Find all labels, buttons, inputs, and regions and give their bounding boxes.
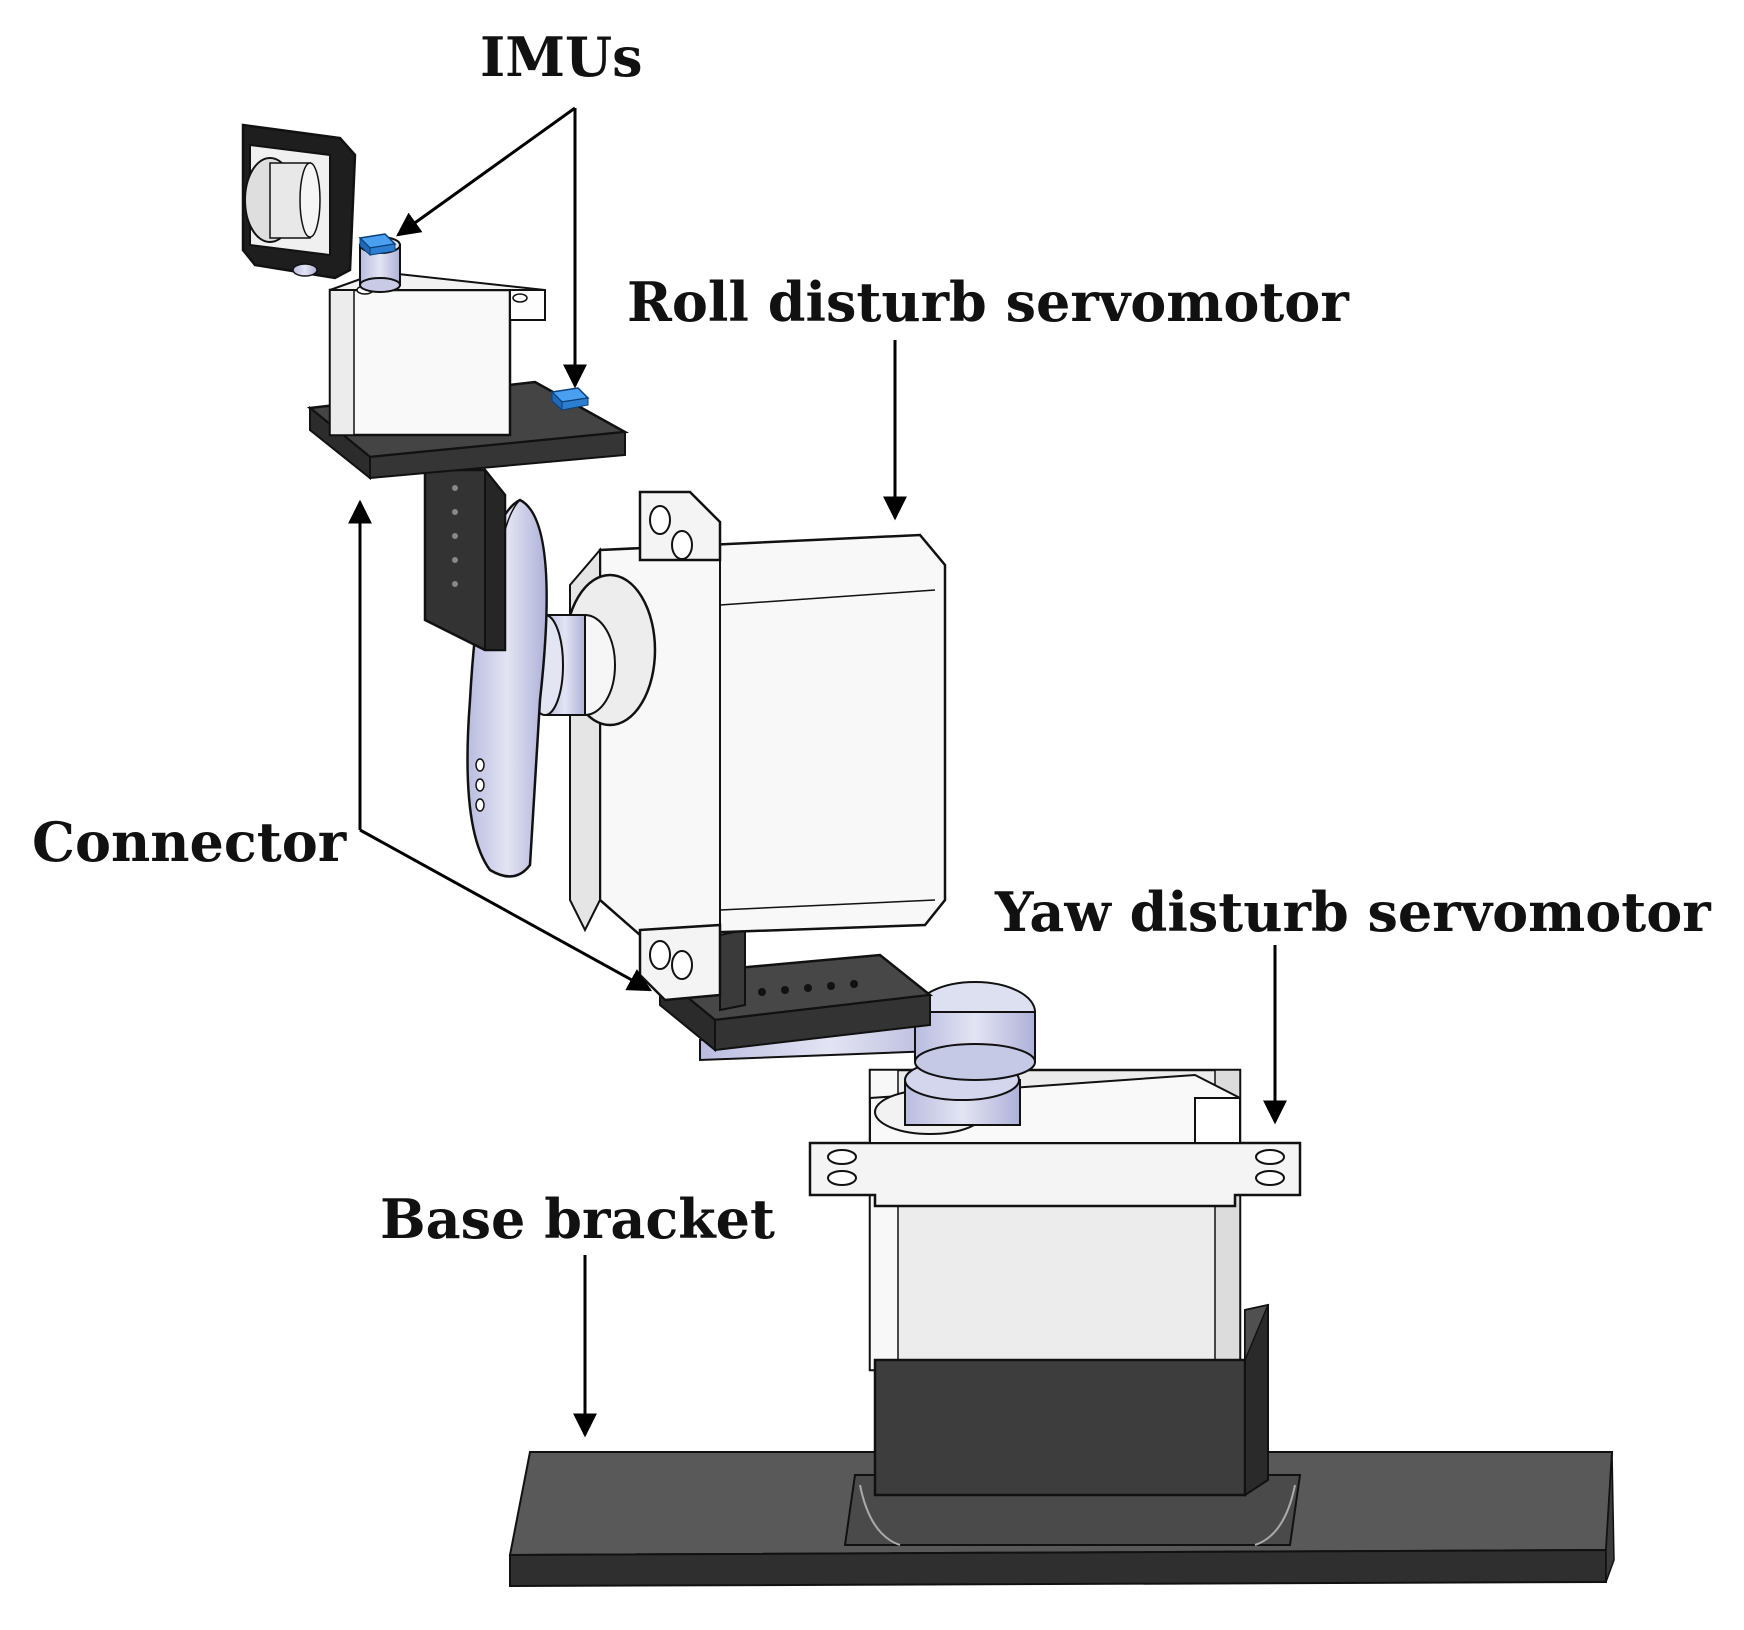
roll-servo [526, 490, 947, 1002]
roll-servo-label: Roll disturb servomotor [627, 270, 1349, 334]
imus-label: IMUs [480, 25, 643, 89]
yaw-servo [808, 1059, 1302, 1372]
camera [241, 123, 357, 280]
connector-label: Connector [32, 810, 347, 874]
base-bracket-label: Base bracket [380, 1187, 775, 1251]
upper-connector [423, 467, 548, 878]
lower-connector [656, 928, 1036, 1081]
imus-arrows [396, 106, 587, 389]
top-servo [328, 236, 546, 437]
imu-chip-platform [550, 387, 590, 412]
connector-arrows [348, 499, 653, 992]
yaw-servo-label: Yaw disturb servomotor [995, 880, 1711, 944]
imu-chip-top [358, 233, 397, 257]
yaw-servo-holder [873, 1303, 1270, 1497]
